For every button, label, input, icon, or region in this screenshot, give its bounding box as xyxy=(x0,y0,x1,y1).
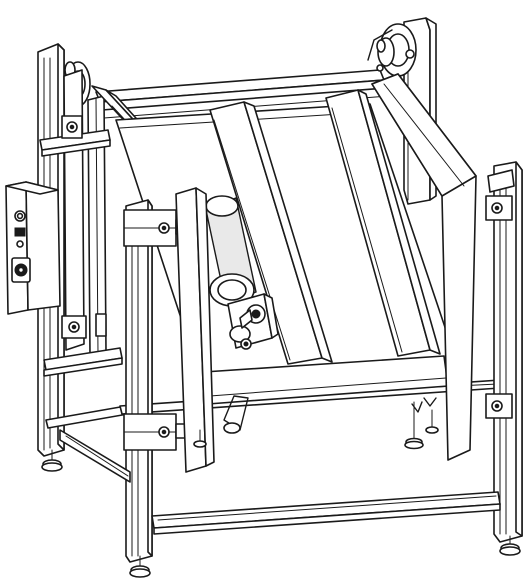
front-left-clamp-lower xyxy=(123,413,189,451)
drive-motor xyxy=(205,195,279,434)
front-left-guide-panel xyxy=(175,187,215,473)
leveling-foot-front-right xyxy=(499,535,521,556)
pivot-bearing-right xyxy=(367,23,417,77)
right-tilt-panel xyxy=(371,73,477,461)
front-left-upright xyxy=(125,199,153,563)
bottom-front-rail xyxy=(151,491,501,535)
deck-slat-left xyxy=(209,101,333,365)
front-right-upright xyxy=(487,161,523,543)
bottom-left-rail xyxy=(59,429,131,483)
control-box xyxy=(5,181,61,315)
left-clamp-upper xyxy=(61,115,83,139)
leveling-foot-front-left xyxy=(129,555,151,578)
leveling-foot-mid-left xyxy=(193,429,207,448)
front-right-clamp-lower xyxy=(485,393,513,419)
deck-slat-right xyxy=(325,89,441,357)
left-clamp-lower xyxy=(61,313,107,339)
leveling-foot-mid-right-2 xyxy=(425,409,439,434)
leveling-foot-mid-right xyxy=(404,401,424,450)
leveling-foot-rear-left xyxy=(41,449,63,472)
left-side-frame xyxy=(39,69,129,429)
front-right-clamp-upper xyxy=(485,195,513,221)
